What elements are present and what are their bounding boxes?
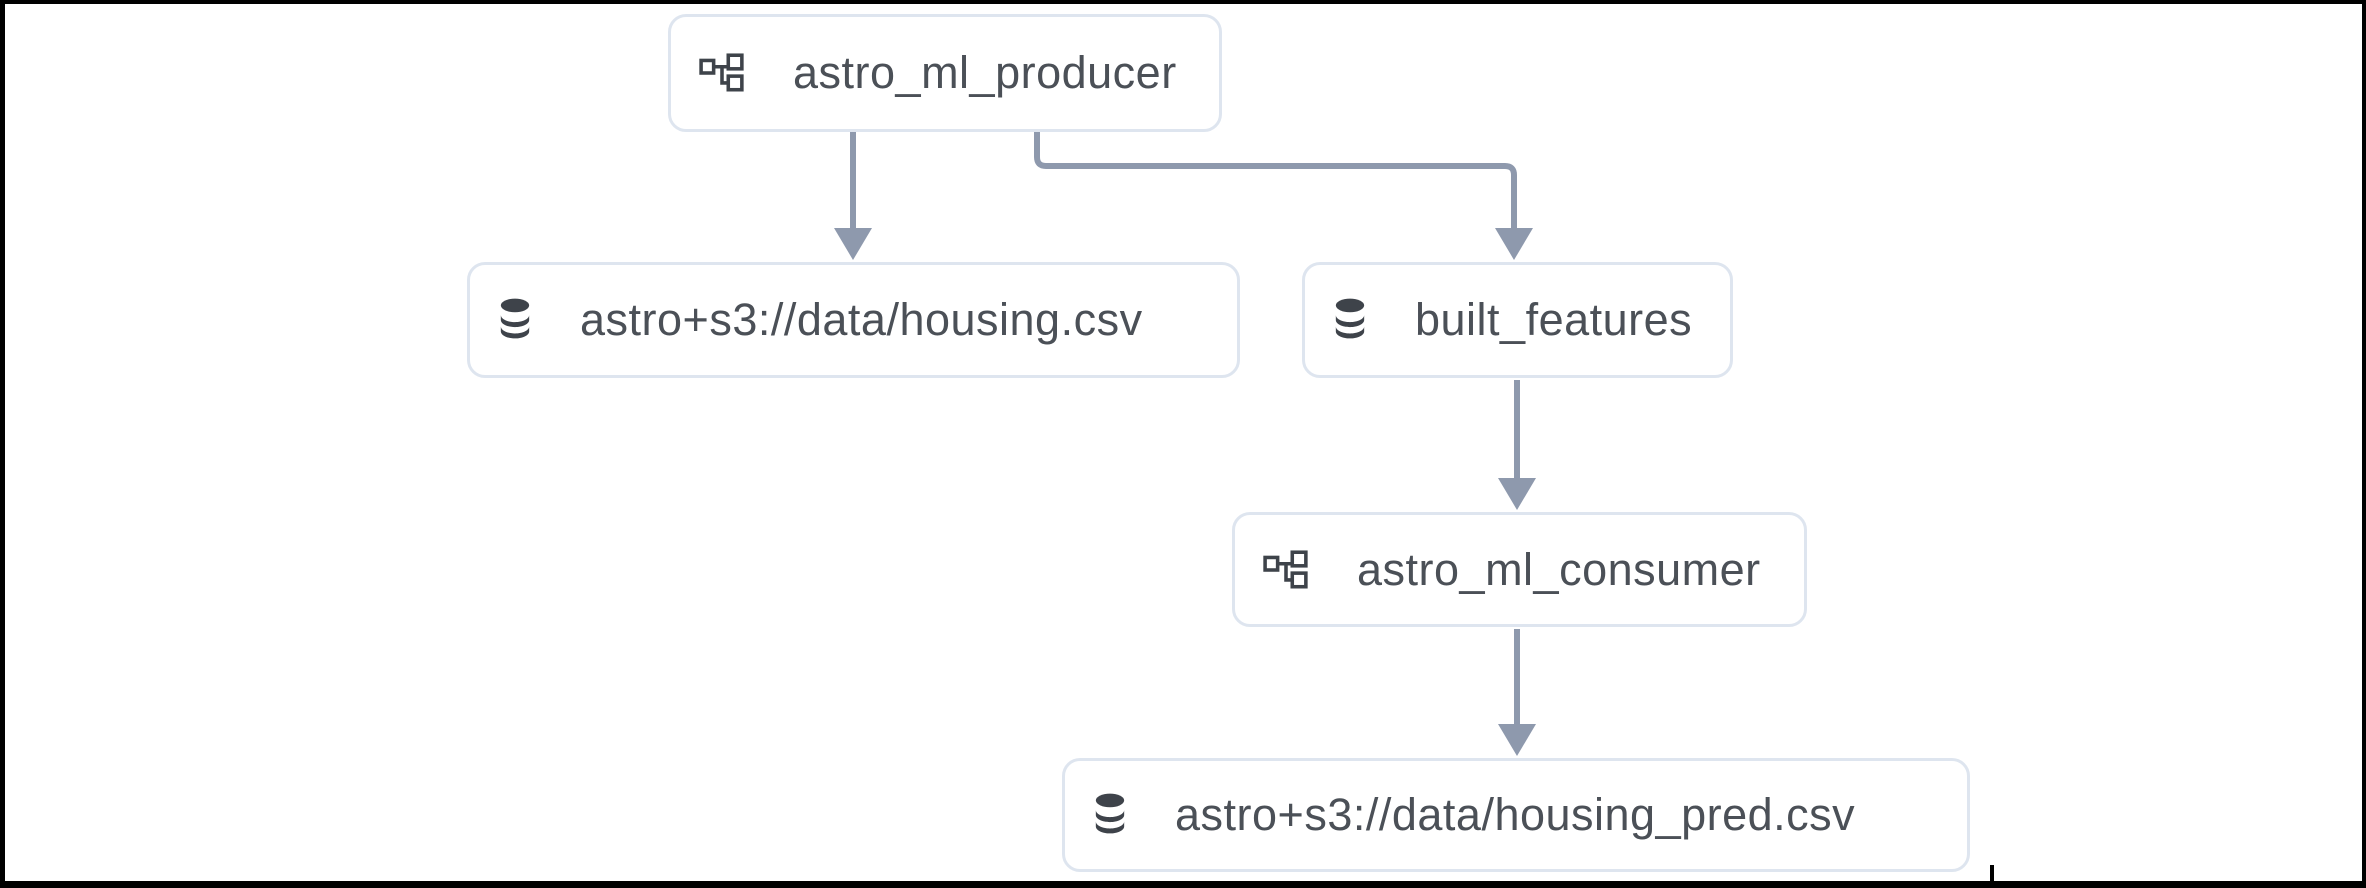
dataset-node-housing-pred-csv[interactable]: astro+s3://data/housing_pred.csv bbox=[1062, 758, 1970, 872]
edge-producer-to-housing bbox=[834, 132, 872, 260]
edge-consumer-to-housing-pred bbox=[1498, 629, 1536, 756]
dag-icon bbox=[699, 52, 745, 94]
node-label: astro+s3://data/housing_pred.csv bbox=[1175, 789, 1856, 840]
dag-node-astro-ml-producer[interactable]: astro_ml_producer bbox=[668, 14, 1222, 132]
node-label: astro+s3://data/housing.csv bbox=[580, 294, 1143, 345]
node-label: astro_ml_consumer bbox=[1357, 543, 1761, 595]
node-label: astro_ml_producer bbox=[793, 47, 1177, 98]
database-icon bbox=[1333, 298, 1367, 342]
dag-icon bbox=[1263, 549, 1309, 591]
edge-producer-to-built-features bbox=[1034, 132, 1533, 260]
dataset-node-housing-csv[interactable]: astro+s3://data/housing.csv bbox=[467, 262, 1240, 378]
node-label: built_features bbox=[1415, 294, 1693, 345]
database-icon bbox=[498, 298, 532, 342]
dataset-node-built-features[interactable]: built_features bbox=[1302, 262, 1733, 378]
screen-edge-artifact bbox=[1990, 865, 1994, 882]
edge-built-features-to-consumer bbox=[1498, 380, 1536, 510]
dag-node-astro-ml-consumer[interactable]: astro_ml_consumer bbox=[1232, 512, 1807, 627]
database-icon bbox=[1093, 793, 1127, 837]
